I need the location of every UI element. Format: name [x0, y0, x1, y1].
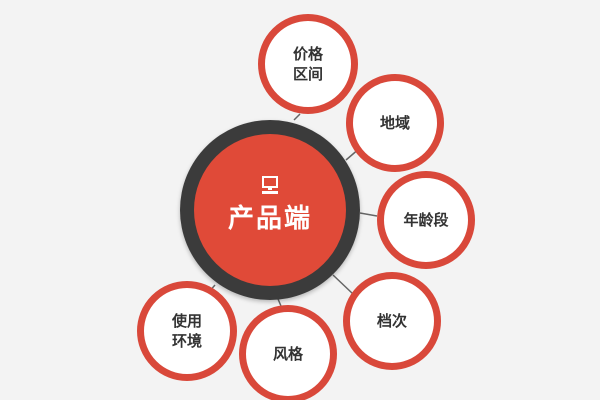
node-label: 使用 环境: [171, 311, 202, 350]
connector-line: [332, 274, 354, 295]
node-region: 地域: [346, 74, 444, 172]
computer-icon: [262, 176, 278, 194]
node-style: 风格: [239, 305, 337, 400]
hub-center: 产品端: [194, 134, 346, 286]
node-usage-environment: 使用 环境: [137, 281, 237, 381]
node-grade: 档次: [343, 272, 441, 370]
node-age-group: 年龄段: [377, 171, 475, 269]
node-price-range: 价格 区间: [258, 14, 358, 114]
node-label: 档次: [376, 311, 407, 330]
hub-label: 产品端: [227, 204, 312, 234]
node-label: 风格: [272, 344, 303, 363]
connector-line: [293, 113, 301, 121]
connector-line: [277, 298, 282, 307]
node-label: 地域: [379, 113, 410, 132]
connector-line: [359, 212, 378, 217]
node-label: 年龄段: [403, 210, 449, 229]
node-label: 价格 区间: [292, 44, 323, 83]
